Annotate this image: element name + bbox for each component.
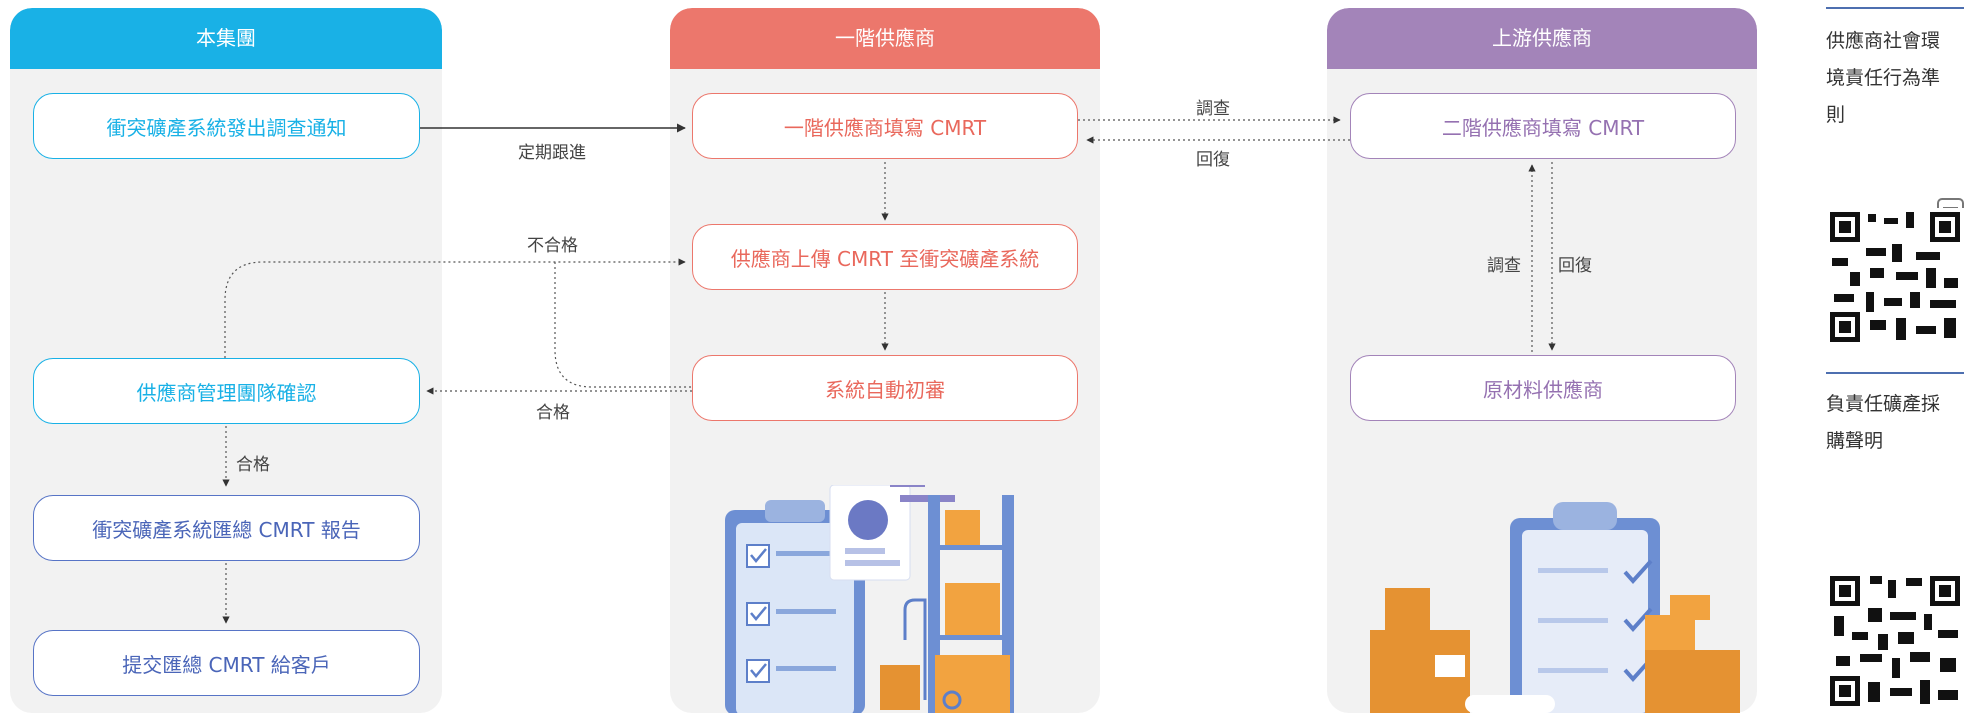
sidebar-rule-2 (1826, 372, 1964, 374)
label-pass-2: 合格 (236, 455, 270, 475)
node-survey-notice: 衝突礦產系統發出調查通知 (33, 93, 420, 159)
label-reply-2: 回復 (1558, 256, 1592, 276)
sidebar-item-supplier-code[interactable]: 供應商社會環 境責任行為準 則 (1826, 23, 1964, 134)
lane-group-title: 本集團 (10, 8, 442, 69)
label-reply: 回復 (1196, 150, 1230, 170)
node-upload-cmrt: 供應商上傳 CMRT 至衝突礦產系統 (692, 224, 1078, 290)
sidebar-item-line: 供應商社會環 (1826, 30, 1941, 52)
node-cmrt-summary: 衝突礦產系統匯總 CMRT 報告 (33, 495, 420, 561)
node-submit-customer: 提交匯總 CMRT 給客戶 (33, 630, 420, 696)
qr-code-icon (1826, 208, 1964, 346)
sidebar-item-line: 則 (1826, 104, 1846, 126)
sidebar-item-line: 負責任礦產採 (1826, 393, 1941, 415)
label-pass: 合格 (536, 403, 570, 423)
qr-code-icon (1826, 572, 1964, 710)
lane-tier1-title: 一階供應商 (670, 8, 1100, 69)
sidebar-rule-1 (1826, 7, 1964, 9)
node-team-confirm: 供應商管理團隊確認 (33, 358, 420, 424)
node-tier2-fill-cmrt: 二階供應商填寫 CMRT (1350, 93, 1736, 159)
label-survey: 調查 (1196, 99, 1230, 119)
sidebar-item-line: 購聲明 (1826, 430, 1884, 452)
supplier-clipboard-illustration (1370, 502, 1740, 713)
lane-upstream-title: 上游供應商 (1327, 8, 1757, 69)
node-tier1-fill-cmrt: 一階供應商填寫 CMRT (692, 93, 1078, 159)
label-survey-2: 調查 (1487, 256, 1521, 276)
label-fail: 不合格 (527, 236, 578, 256)
sidebar-item-mineral-statement[interactable]: 負責任礦產採 購聲明 (1826, 386, 1964, 460)
sidebar-item-line: 境責任行為準 (1826, 67, 1941, 89)
warehouse-clipboard-illustration (725, 485, 1014, 713)
node-raw-material-supplier: 原材料供應商 (1350, 355, 1736, 421)
label-follow-up: 定期跟進 (518, 143, 586, 163)
node-auto-review: 系統自動初審 (692, 355, 1078, 421)
